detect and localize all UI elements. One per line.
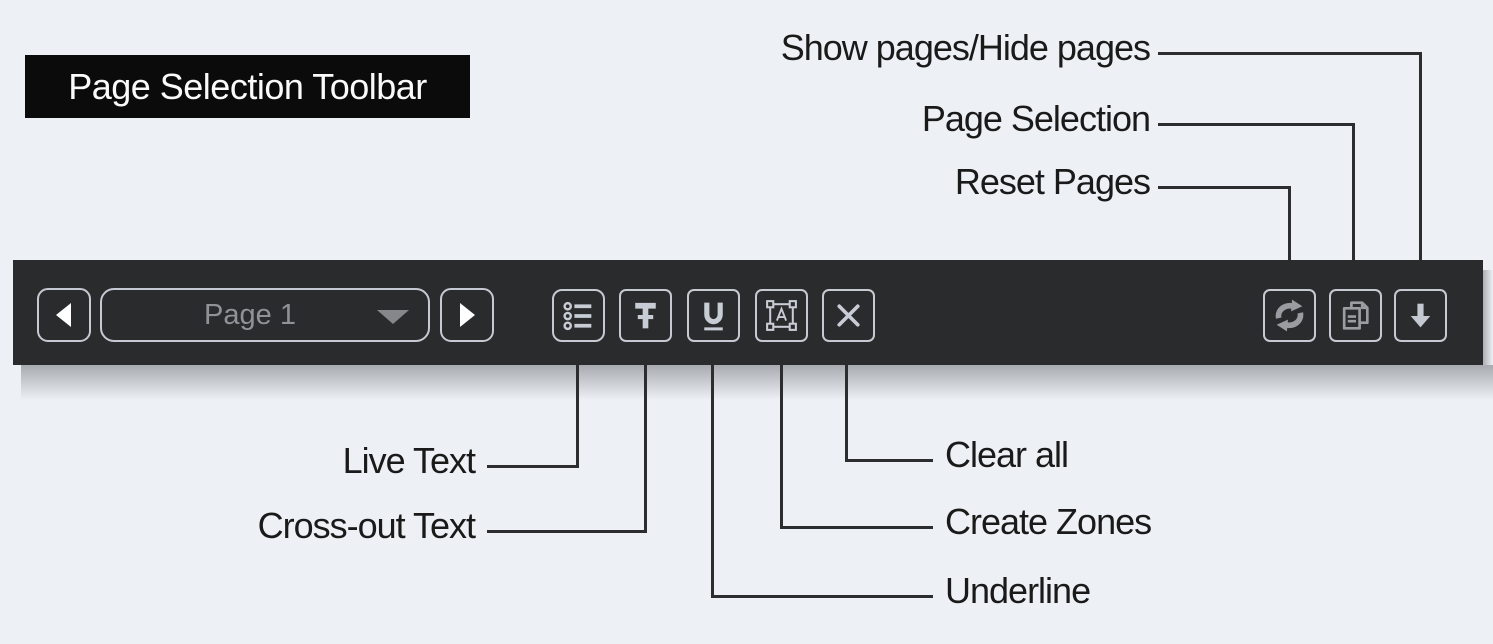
down-arrow-icon [1410,303,1431,328]
page-selection-button[interactable] [1329,289,1382,342]
reset-pages-button[interactable] [1263,289,1316,342]
page-selection-callout-line-h [1158,123,1355,126]
show-hide-pages-callout-label: Show pages/Hide pages [780,27,1151,68]
cross-out-text-callout-label: Cross-out Text [257,505,476,546]
overlapping-pages-icon [1342,301,1369,330]
u-underline-icon [704,302,723,331]
reset-pages-callout-label: Reset Pages [954,161,1151,202]
clear-all-callout-line-h [845,459,933,462]
cross-out-text-button[interactable] [619,289,672,342]
previous-page-button[interactable] [37,288,91,342]
page-selection-toolbar: Page 1 [13,260,1483,365]
create-zones-callout-line-h [780,526,933,529]
page-dropdown[interactable]: Page 1 [100,288,430,342]
selection-box-a-icon [766,300,797,331]
underline-callout-line-v [711,365,714,598]
page-dropdown-value: Page 1 [204,298,296,331]
x-mark-icon [837,304,860,327]
show-hide-pages-button[interactable] [1394,289,1447,342]
reset-pages-callout-line-h [1158,186,1291,189]
right-triangle-icon [460,303,475,327]
cross-out-text-callout-line-h [487,530,647,533]
chevron-down-icon [377,310,409,324]
underline-callout-line-h [711,595,933,598]
show-hide-pages-callout-line-h [1158,52,1422,55]
live-text-callout-line-v [576,365,579,468]
toolbar-shadow-bottom [21,365,1493,403]
page-selection-callout-line-v [1352,123,1355,260]
toolbar-shadow-right [1483,270,1493,366]
live-text-callout-label: Live Text [342,440,476,481]
next-page-button[interactable] [440,288,494,342]
show-hide-pages-callout-line-v [1419,52,1422,260]
clear-all-callout-line-v [845,365,848,462]
page-selection-callout-label: Page Selection [921,98,1151,139]
reset-pages-callout-line-v [1288,186,1291,260]
underline-callout-label: Underline [945,570,1091,611]
live-text-button[interactable] [552,289,605,342]
left-triangle-icon [56,303,71,327]
clear-all-button[interactable] [822,289,875,342]
sync-arrows-icon [1275,299,1304,332]
page-title: Page Selection Toolbar [25,55,470,118]
t-strikethrough-icon [635,302,656,329]
cross-out-text-callout-line-v [644,365,647,533]
create-zones-button[interactable] [755,289,808,342]
bullet-list-icon [563,301,592,331]
clear-all-callout-label: Clear all [945,434,1069,475]
live-text-callout-line-h [487,465,579,468]
create-zones-callout-label: Create Zones [945,501,1152,542]
underline-button[interactable] [687,289,740,342]
create-zones-callout-line-v [780,365,783,529]
